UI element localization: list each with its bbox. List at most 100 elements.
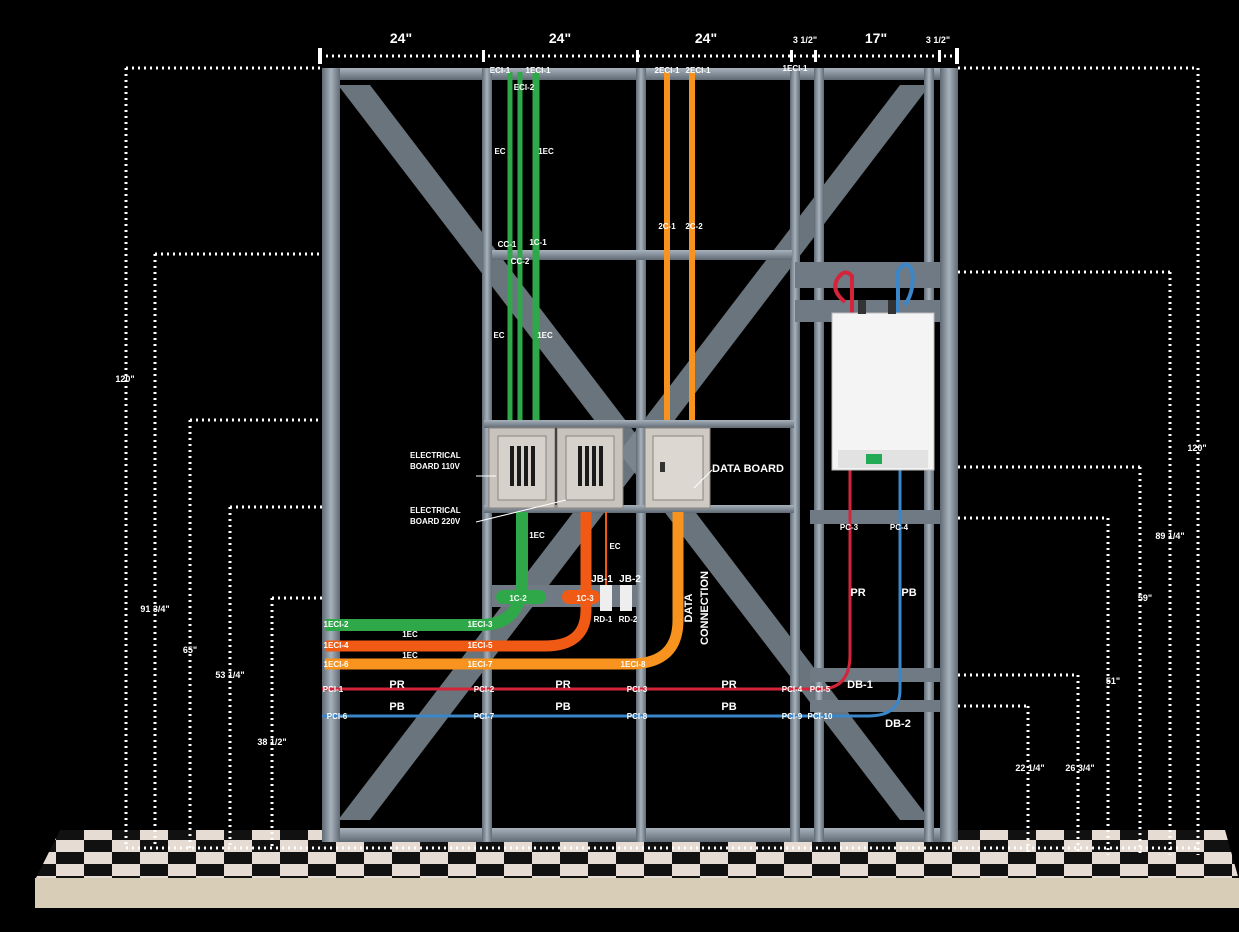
board-labels: ELECTRICAL BOARD 110V ELECTRICAL BOARD 2… [410, 451, 784, 645]
label-board-110-line1: ELECTRICAL [410, 451, 461, 460]
label-pci3: PCI-3 [627, 685, 648, 694]
coupling-1c2 [496, 590, 546, 604]
label-1c2: 1C-2 [509, 594, 527, 603]
label-2c2: 2C-2 [685, 222, 703, 231]
label-1ec-down: 1EC [529, 531, 545, 540]
water-pipes [322, 262, 915, 718]
label-pr-3: PR [721, 679, 736, 691]
label-pb-3: PB [721, 701, 736, 713]
junction-box-2 [620, 585, 632, 611]
label-pc4: PC-4 [890, 523, 909, 532]
dim-top-6: 3 1/2" [926, 35, 950, 45]
green-conduits [325, 72, 540, 631]
label-rd2: RD-2 [619, 615, 638, 624]
label-pb-1: PB [389, 701, 404, 713]
label-cc1: CC-1 [498, 240, 517, 249]
dim-right-51: 51" [1106, 676, 1120, 686]
dim-top-1: 24" [390, 30, 412, 46]
leader-lines [475, 469, 713, 523]
dim-left-65: 65" [183, 645, 197, 655]
top-dimension-ticks [318, 48, 959, 64]
electrical-board-110v [488, 427, 556, 509]
label-pb-vertical: PB [901, 587, 916, 599]
dim-left-53: 53 1/4" [215, 670, 244, 680]
electrical-board-220v [556, 427, 624, 509]
label-1ec-lower: 1EC [537, 331, 553, 340]
orange-red-conduit [325, 512, 607, 652]
label-pr-vertical: PR [850, 587, 865, 599]
label-ec-upper: EC [494, 147, 505, 156]
pipe-labels: PCI-1 PCI-2 PCI-3 PCI-4 PCI-5 PCI-6 PCI-… [323, 523, 917, 730]
coupling-1c3 [562, 590, 600, 604]
top-connection-labels: ECI-1 1ECI-1 ECI-2 2ECI-1 2ECI-1 1ECI-1 [490, 64, 808, 92]
label-ec-lower: EC [493, 331, 504, 340]
label-1eci6: 1ECI-6 [324, 660, 349, 669]
label-1eci1-b: 1ECI-1 [783, 64, 808, 73]
dim-top-5: 17" [865, 30, 887, 46]
label-board-110-line2: BOARD 110V [410, 462, 460, 471]
label-pr-2: PR [555, 679, 570, 691]
dim-right-120: 120" [1187, 443, 1206, 453]
label-pb-2: PB [555, 701, 570, 713]
dim-top-3: 24" [695, 30, 717, 46]
label-1ec-b: 1EC [402, 651, 418, 660]
label-1c3: 1C-3 [576, 594, 594, 603]
label-1eci4: 1ECI-4 [324, 641, 349, 650]
dim-top-4: 3 1/2" [793, 35, 817, 45]
dim-left-91: 91 3/4" [140, 604, 169, 614]
top-dimension-labels: 24" 24" 24" 3 1/2" 17" 3 1/2" [390, 30, 950, 46]
label-1eci5: 1ECI-5 [468, 641, 493, 650]
label-pci6: PCI-6 [327, 712, 348, 721]
label-pci8: PCI-8 [627, 712, 648, 721]
junction-box-1 [600, 585, 612, 611]
label-1eci2: 1ECI-2 [324, 620, 349, 629]
data-board [644, 427, 711, 509]
label-1c1: 1C-1 [529, 238, 547, 247]
dim-left-120: 120" [115, 374, 134, 384]
dim-top-2: 24" [549, 30, 571, 46]
label-pci9: PCI-9 [782, 712, 803, 721]
floor [35, 830, 1239, 908]
label-1ec-a: 1EC [402, 630, 418, 639]
label-pci10: PCI-10 [808, 712, 833, 721]
label-pci4: PCI-4 [782, 685, 803, 694]
label-data-board: DATA BOARD [712, 463, 784, 475]
label-eci1: ECI-1 [490, 66, 511, 75]
horizontal-conduit-labels: 1ECI-2 1ECI-3 1EC 1ECI-4 1ECI-5 1EC 1ECI… [324, 620, 646, 669]
left-dimension-labels: 120" 91 3/4" 65" 53 1/4" 38 1/2" [115, 374, 286, 747]
label-ec-red: EC [609, 542, 620, 551]
label-pci2: PCI-2 [474, 685, 495, 694]
label-pc3: PC-3 [840, 523, 859, 532]
label-jb1: JB-1 [591, 574, 613, 585]
dim-right-26: 26 3/4" [1065, 763, 1094, 773]
water-heater [831, 300, 935, 471]
label-2eci1-b: 2ECI-1 [686, 66, 711, 75]
label-2c1: 2C-1 [658, 222, 676, 231]
label-1eci1-a: 1ECI-1 [526, 66, 551, 75]
label-data-connection-2: CONNECTION [699, 571, 711, 645]
dim-right-59: 59" [1138, 593, 1152, 603]
label-board-220-line1: ELECTRICAL [410, 506, 461, 515]
label-2eci1-a: 2ECI-1 [655, 66, 680, 75]
label-jb2: JB-2 [619, 574, 641, 585]
label-pci1: PCI-1 [323, 685, 344, 694]
label-1eci7: 1ECI-7 [468, 660, 493, 669]
left-dimension-lines [124, 66, 1200, 850]
label-board-220-line2: BOARD 220V [410, 517, 461, 526]
right-dimension-labels: 120" 89 1/4" 59" 51" 26 3/4" 22 1/4" [1015, 443, 1206, 773]
label-pci5: PCI-5 [810, 685, 831, 694]
label-db2: DB-2 [885, 718, 911, 730]
conduit-labels: EC 1EC CC-1 1C-1 CC-2 EC 1EC 2C-1 2C-2 1… [493, 147, 703, 624]
label-db1: DB-1 [847, 679, 873, 691]
orange-conduits [325, 72, 695, 670]
label-cc2: CC-2 [511, 257, 530, 266]
label-1ec-upper: 1EC [538, 147, 554, 156]
label-1eci3: 1ECI-3 [468, 620, 493, 629]
label-rd1: RD-1 [594, 615, 613, 624]
label-1eci8: 1ECI-8 [621, 660, 646, 669]
right-dimension-lines [958, 66, 1200, 855]
label-data-connection-1: DATA [683, 593, 695, 622]
dim-right-89: 89 1/4" [1155, 531, 1184, 541]
label-pr-1: PR [389, 679, 404, 691]
